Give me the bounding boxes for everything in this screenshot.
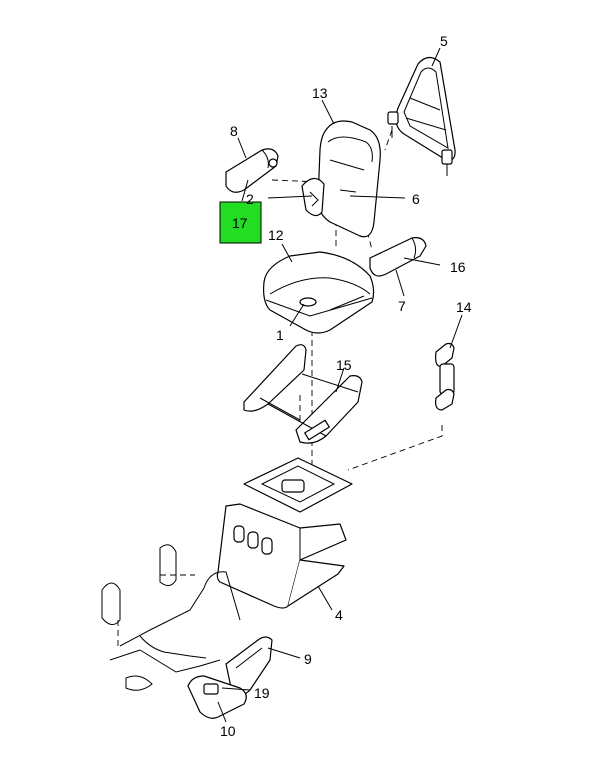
- seat-cushion[interactable]: [263, 251, 375, 334]
- callout-16: 16: [450, 259, 466, 275]
- right-armrest[interactable]: [369, 237, 427, 277]
- harness-assembly[interactable]: [101, 544, 241, 691]
- side-cover[interactable]: [187, 675, 247, 719]
- callout-10: 10: [220, 723, 236, 739]
- callout-14: 14: [456, 299, 472, 315]
- seat-base-suspension[interactable]: [216, 457, 353, 609]
- callout-13: 13: [312, 85, 328, 101]
- callout-2: 2: [246, 191, 254, 207]
- headrest-frame[interactable]: [387, 56, 456, 176]
- callout-9: 9: [304, 651, 312, 667]
- callout-8: 8: [230, 123, 238, 139]
- callout-19: 19: [254, 685, 270, 701]
- seat-back[interactable]: [301, 120, 381, 238]
- callout-15: 15: [336, 357, 352, 373]
- callout-7: 7: [398, 298, 406, 314]
- left-armrest[interactable]: [225, 148, 279, 193]
- callout-17: 17: [232, 215, 248, 231]
- seat-pan-frame[interactable]: [243, 344, 363, 444]
- callout-4: 4: [335, 607, 343, 623]
- shock-absorber[interactable]: [435, 342, 455, 411]
- callout-5: 5: [440, 33, 448, 49]
- callout-12: 12: [268, 227, 284, 243]
- highlight-box-17: [219, 201, 262, 244]
- callout-6: 6: [412, 191, 420, 207]
- callout-labels: 5 13 8 2 6 17 12 16 7 14 1 15 4 9 19 10: [220, 33, 472, 739]
- leader-lines: [217, 47, 463, 723]
- callout-1: 1: [276, 327, 284, 343]
